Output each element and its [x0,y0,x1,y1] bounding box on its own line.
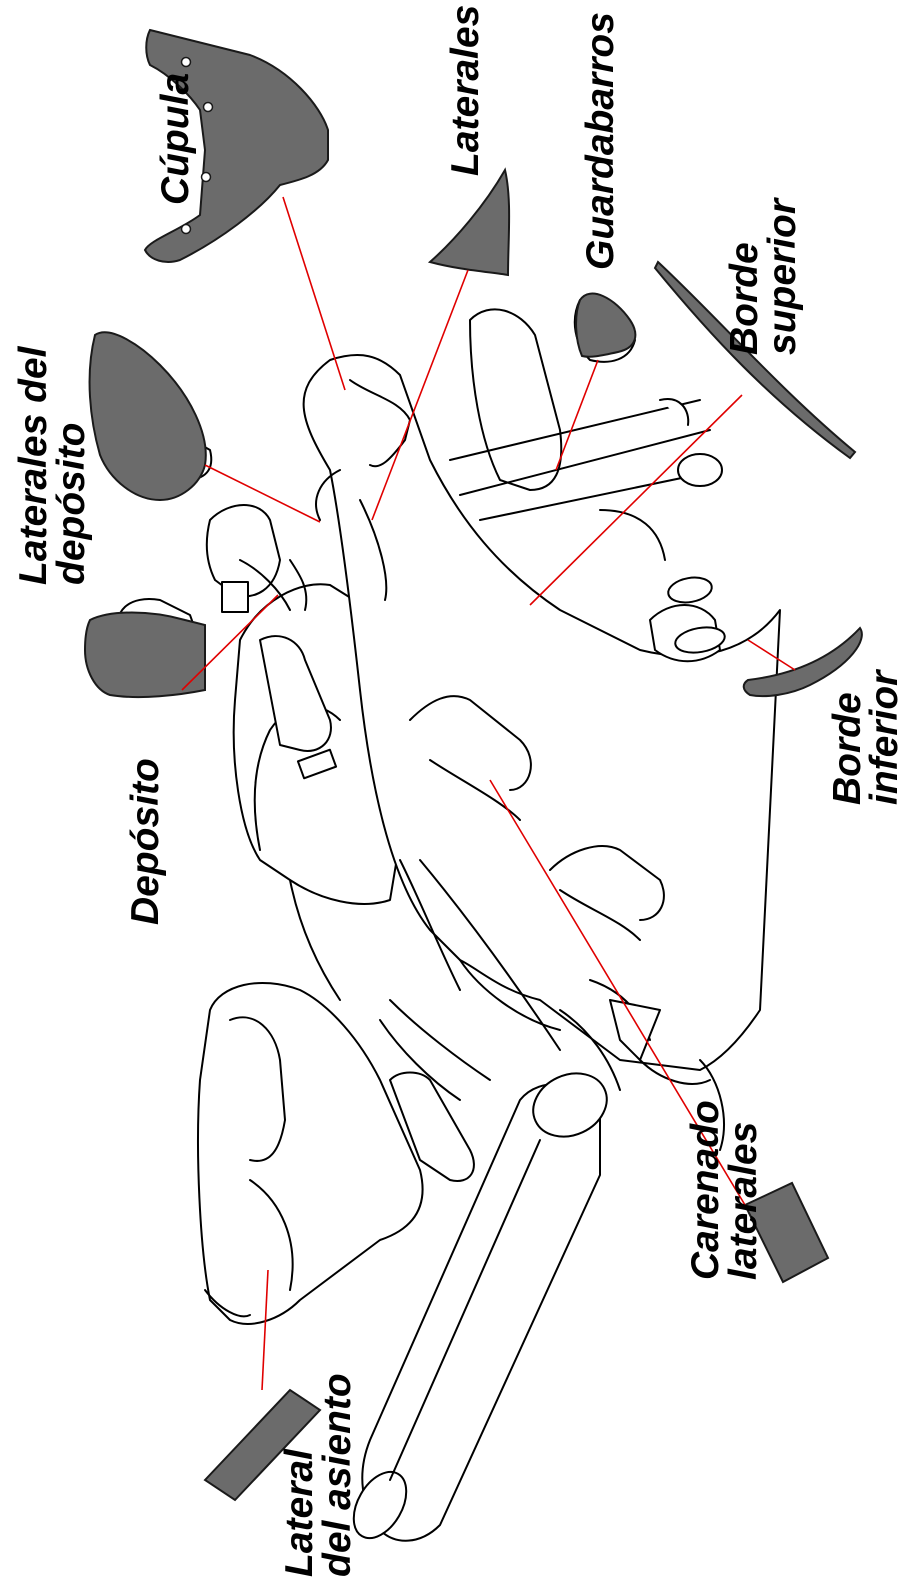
label-laterales-deposito-2: depósito [50,423,93,586]
label-borde-superior-1: Borde [723,242,766,355]
label-cupula: Cúpula [154,73,197,205]
label-deposito: Depósito [124,758,167,925]
leader-borde-superior [530,395,742,605]
label-laterales-deposito-1: Laterales del [12,345,55,585]
laterales-part [430,170,509,275]
laterales-deposito-part [90,332,206,500]
label-guardabarros: Guardabarros [579,12,622,270]
leader-guardabarros [556,360,598,470]
leader-cupula [283,197,345,390]
guardabarros-part [576,294,635,357]
label-laterales: Laterales [444,5,487,176]
motorcycle-drawing [117,299,780,1547]
label-borde-inferior-2: inferior [863,669,903,805]
label-lateral-asiento-2: del asiento [316,1373,359,1577]
label-borde-superior-2: superior [761,197,804,355]
label-carenado-laterales-1: Carenado [684,1100,727,1280]
label-lateral-asiento-1: Lateral [278,1448,321,1577]
label-carenado-laterales-2: laterales [722,1122,765,1280]
